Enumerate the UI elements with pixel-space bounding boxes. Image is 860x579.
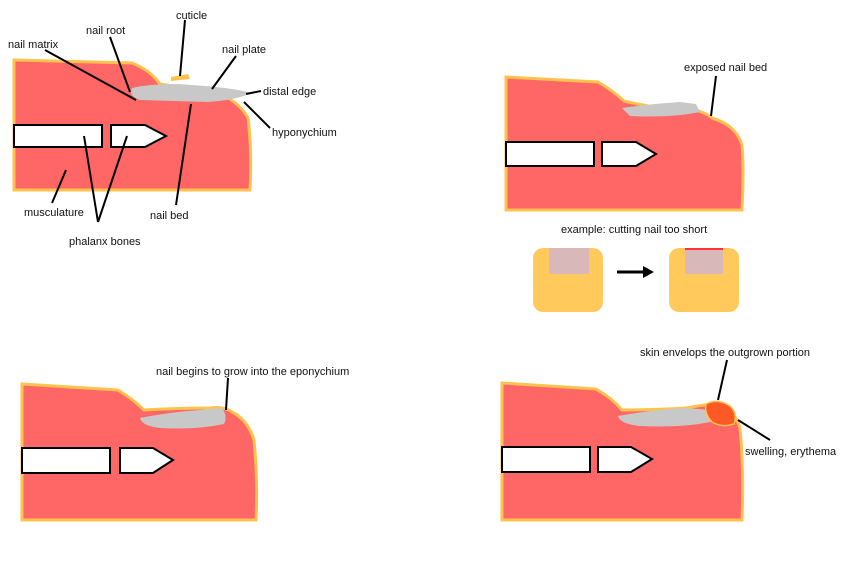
panel-nail-grows-into-eponychium: nail begins to grow into the eponychium — [20, 366, 349, 522]
label-nail-matrix: nail matrix — [8, 39, 59, 51]
nail-plate-shape — [131, 84, 252, 102]
label-example: example: cutting nail too short — [561, 224, 707, 236]
label-phalanx-bones: phalanx bones — [69, 236, 141, 248]
label-musculature: musculature — [24, 207, 84, 219]
proximal-phalanx-bone — [501, 446, 591, 473]
distal-phalanx-bone — [597, 446, 654, 473]
label-nail-bed: nail bed — [150, 210, 189, 222]
label-swelling-erythema: swelling, erythema — [745, 446, 837, 458]
panel-anatomy: cuticle nail root nail matrix nail plate… — [8, 10, 337, 248]
proximal-phalanx-bone — [21, 447, 111, 474]
distal-phalanx-bone — [119, 447, 175, 474]
label-skin-envelops: skin envelops the outgrown portion — [640, 347, 810, 359]
panel-skin-envelops: skin envelops the outgrown portion swell… — [500, 347, 837, 522]
label-nail-plate: nail plate — [222, 44, 266, 56]
label-hyponychium: hyponychium — [272, 127, 337, 139]
toe-before-nail — [549, 248, 589, 274]
toe-after-nail — [685, 248, 723, 274]
nail-plate-shape — [622, 102, 700, 117]
label-exposed-nail-bed: exposed nail bed — [684, 62, 767, 74]
nail-plate-shape — [140, 408, 226, 429]
proximal-phalanx-bone — [505, 141, 595, 167]
label-grow-into-eponychium: nail begins to grow into the eponychium — [156, 366, 349, 378]
label-nail-root: nail root — [86, 25, 125, 37]
proximal-phalanx-bone — [13, 124, 103, 148]
nail-plate-shape — [618, 408, 713, 427]
right-arrow-icon — [617, 266, 654, 278]
distal-phalanx-bone — [601, 141, 658, 167]
panel-exposed-nail-bed: exposed nail bed example: cutting nail t… — [504, 62, 767, 312]
cuticle-shape — [171, 74, 190, 81]
label-distal-edge: distal edge — [263, 86, 316, 98]
label-cuticle: cuticle — [176, 10, 207, 22]
inflamed-skin-overgrowth — [704, 400, 737, 427]
